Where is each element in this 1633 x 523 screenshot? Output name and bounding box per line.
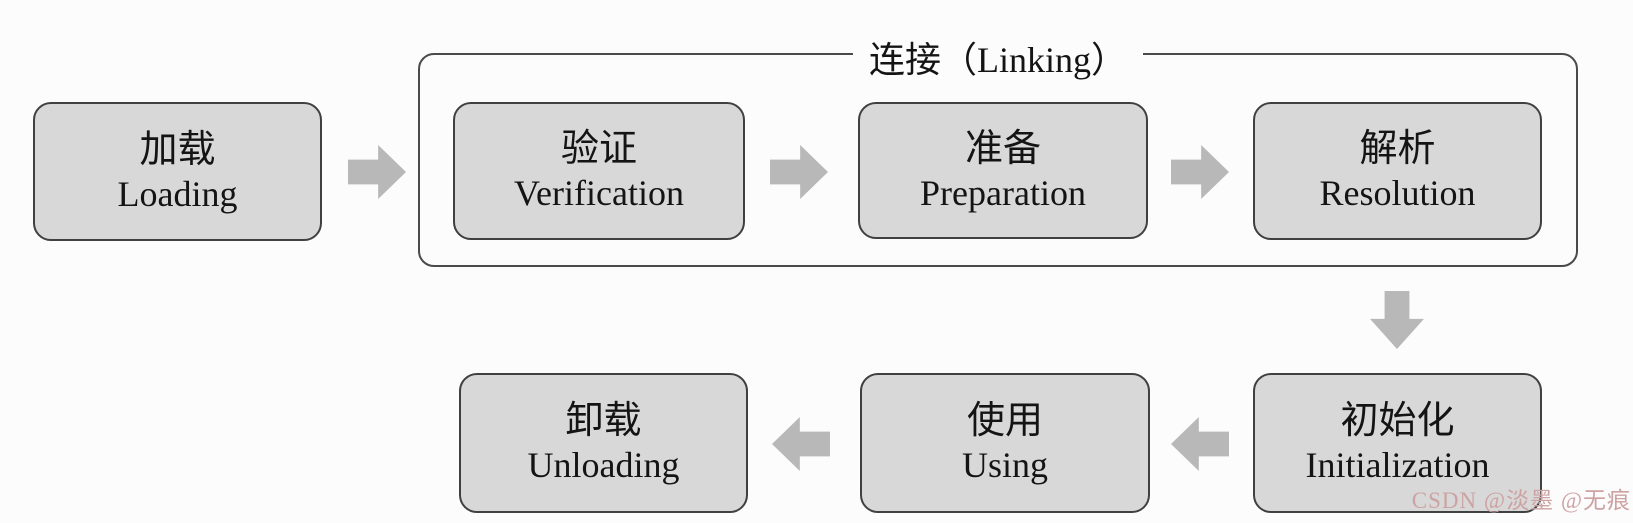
stage-box-loading: 加载 Loading — [33, 102, 322, 241]
stage-label-en: Loading — [117, 173, 238, 214]
stage-box-initialization: 初始化 Initialization — [1253, 373, 1542, 513]
arrow-left-icon-using-to-unloading — [772, 417, 830, 471]
stage-label-en: Preparation — [920, 172, 1086, 213]
stage-label-zh: 解析 — [1359, 128, 1436, 171]
stage-box-preparation: 准备 Preparation — [858, 102, 1148, 239]
stage-box-verification: 验证 Verification — [453, 102, 745, 240]
csdn-watermark: CSDN @淡墨 @无痕 — [1411, 488, 1631, 513]
stage-label-en: Resolution — [1319, 173, 1476, 214]
stage-label-en: Unloading — [527, 445, 680, 486]
stage-label-zh: 使用 — [966, 400, 1043, 443]
arrow-down-icon-resolution-to-initialization — [1370, 291, 1424, 349]
stage-box-using: 使用 Using — [860, 373, 1150, 513]
stage-label-zh: 验证 — [560, 128, 637, 171]
stage-box-unloading: 卸载 Unloading — [459, 373, 748, 513]
stage-label-en: Verification — [514, 173, 684, 214]
arrow-right-icon-loading-to-verification — [348, 145, 406, 199]
stage-label-zh: 初始化 — [1340, 400, 1455, 443]
stage-label-zh: 加载 — [139, 128, 216, 171]
stage-label-zh: 准备 — [964, 127, 1041, 170]
linking-group-label: 连接（Linking） — [853, 31, 1143, 83]
stage-label-en: Initialization — [1305, 445, 1490, 486]
arrow-left-icon-initialization-to-using — [1171, 417, 1229, 471]
stage-label-zh: 卸载 — [565, 400, 642, 443]
stage-box-resolution: 解析 Resolution — [1253, 102, 1542, 240]
stage-label-en: Using — [961, 445, 1048, 486]
linking-group-frame: 连接（Linking） — [418, 31, 1578, 267]
